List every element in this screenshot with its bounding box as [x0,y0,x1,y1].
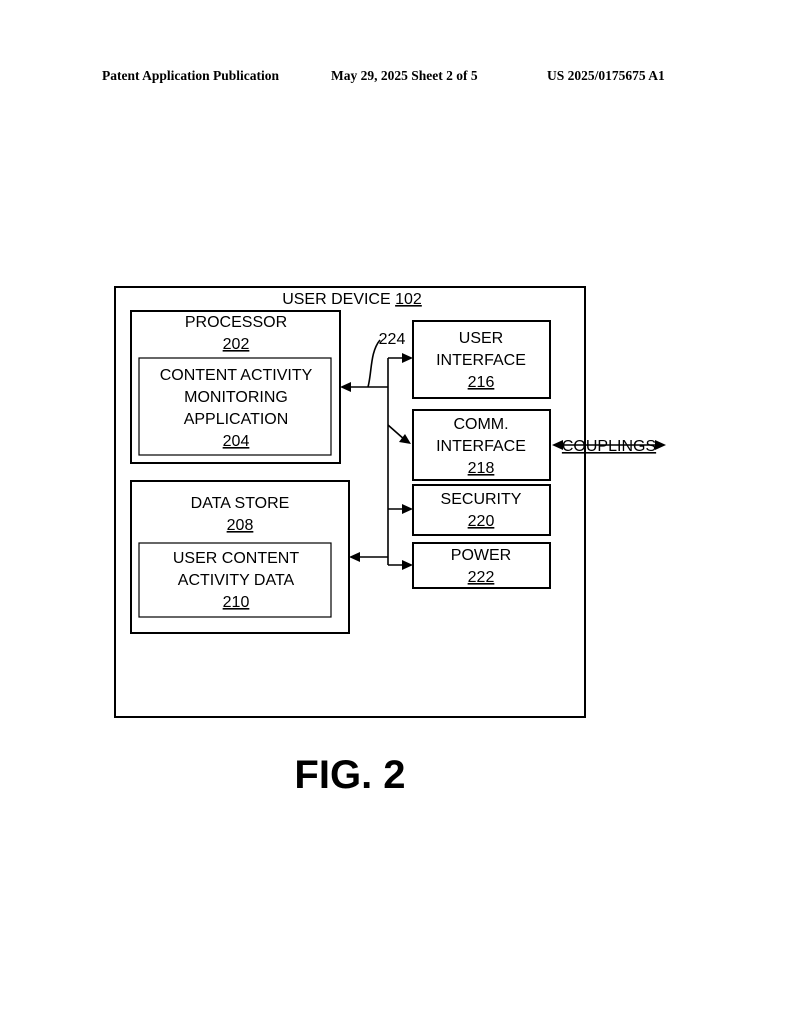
content-app-ref: 204 [223,433,250,450]
user-interface-line2: INTERFACE [436,352,526,369]
activity-data-line1: USER CONTENT [173,550,299,567]
data-store-label: DATA STORE [191,495,290,512]
arrowheads [340,353,666,570]
content-app-line2: MONITORING [184,389,288,406]
data-store-ref: 208 [227,517,254,534]
activity-data-ref: 210 [223,594,250,611]
comm-interface-ref: 218 [468,460,495,477]
security-box [412,484,551,536]
content-app-box [138,357,332,456]
user-device-label: USER DEVICE 102 [282,291,422,308]
date-sheet: May 29, 2025 Sheet 2 of 5 [331,68,478,83]
processor-label: PROCESSOR [185,314,287,331]
comm-interface-line2: INTERFACE [436,438,526,455]
comm-interface-line1: COMM. [453,416,508,433]
couplings-label: COUPLINGS [562,438,656,455]
content-app-line1: CONTENT ACTIVITY [160,367,313,384]
patent-number: US 2025/0175675 A1 [547,68,665,83]
power-ref: 222 [468,569,495,586]
figure-label: FIG. 2 [294,753,405,797]
power-label: POWER [451,547,511,564]
power-box [412,542,551,589]
user-interface-line1: USER [459,330,503,347]
user-interface-ref: 216 [468,374,495,391]
bus-ref-label: 224 [379,331,406,348]
activity-data-box [138,542,332,618]
user-interface-box [412,320,551,399]
security-ref: 220 [468,513,495,530]
content-app-line3: APPLICATION [184,411,289,428]
publication-title: Patent Application Publication [102,68,280,83]
processor-ref: 202 [223,336,250,353]
comm-interface-box [412,409,551,481]
security-label: SECURITY [441,491,522,508]
activity-data-line2: ACTIVITY DATA [178,572,295,589]
